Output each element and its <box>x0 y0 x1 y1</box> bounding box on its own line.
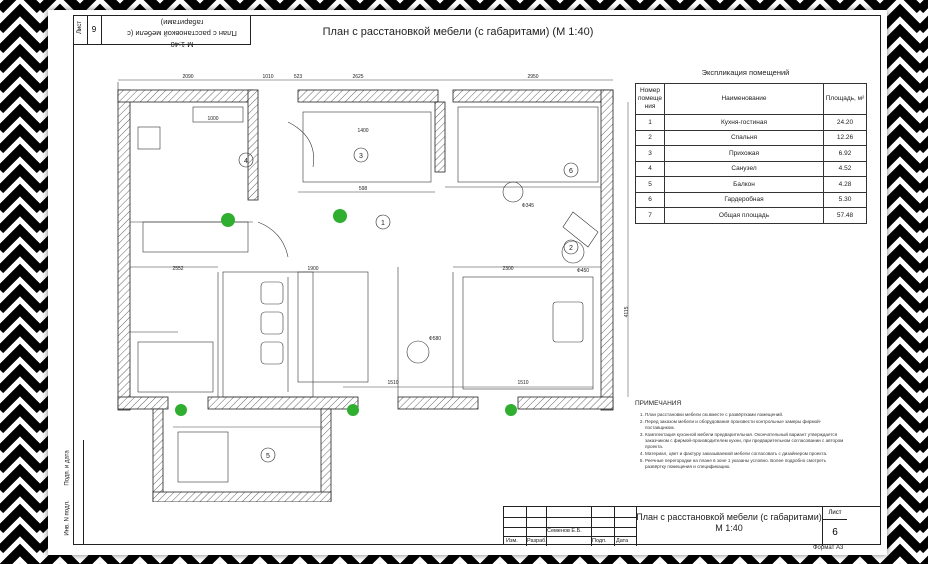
side-label-column <box>73 440 84 545</box>
dim-inner-4: 2300 <box>502 266 513 272</box>
dim-inner-8: 1400 <box>357 128 368 134</box>
sheet-label: Лист <box>822 507 847 520</box>
room-number-2: 2 <box>569 245 573 252</box>
plant-icon <box>333 209 347 223</box>
drawing-frame <box>73 15 881 545</box>
expl-header-name: Наименование <box>664 83 824 115</box>
dim-circle-2: Ф450 <box>577 268 589 274</box>
room-number-6: 6 <box>569 168 573 175</box>
explication-title: Экспликация помещений <box>701 68 790 77</box>
tl-upside-down-title: М 1:40 План с расстановкой мебели (с габ… <box>127 18 237 49</box>
col-data: Дата <box>616 538 629 544</box>
col-podp: Подп. <box>592 538 607 544</box>
floor-plan: 1 2 3 4 5 6 2090 1010 523 2625 2950 1000… <box>117 74 630 502</box>
dim-top-2: 1010 <box>262 74 273 80</box>
author-name: Семенов Е.Б. <box>547 528 582 534</box>
col-izm: Изм. <box>506 538 518 544</box>
tl-sheet-label: Лист <box>73 15 88 44</box>
expl-header-area: Площадь, м² <box>823 83 867 115</box>
dimension-lines <box>118 79 629 428</box>
dim-inner-3: 1900 <box>307 266 318 272</box>
side-label-inv: Инв. N подл. <box>64 500 71 536</box>
notes-title: ПРИМЕЧАНИЯ <box>635 400 682 407</box>
notes-list: План расстановки мебели см.вместе с разв… <box>633 412 845 471</box>
title-block-title: План с расстановкой мебели (с габаритами… <box>636 512 822 533</box>
dim-circle-1: Ф345 <box>522 203 534 209</box>
dim-top-5: 2950 <box>527 74 538 80</box>
role-label: Разраб. <box>527 538 547 544</box>
dim-top-4: 2625 <box>352 74 363 80</box>
room-number-3: 3 <box>359 153 363 160</box>
list-item: Перед заказом мебели и оборудования прои… <box>645 419 845 431</box>
plant-icon <box>221 213 235 227</box>
room-markers <box>238 147 579 463</box>
dim-inner-7: 2552 <box>172 266 183 272</box>
explication-table: Номер помеще ния Наименование Площадь, м… <box>635 83 867 224</box>
dim-inner-2: 598 <box>359 186 368 192</box>
page-title: План с расстановкой мебели (с габаритами… <box>322 26 594 38</box>
dim-inner-5: 1510 <box>517 380 528 386</box>
plant-icon <box>175 404 187 416</box>
expl-header-num: Номер помеще ния <box>635 83 665 115</box>
tl-sheet-number: 9 <box>87 15 102 44</box>
top-left-stamp: Лист 9 М 1:40 План с расстановкой мебели… <box>73 15 251 49</box>
dim-top-1: 2090 <box>182 74 193 80</box>
room-number-1: 1 <box>381 220 385 227</box>
sheet-number: 6 <box>822 519 847 546</box>
walls <box>117 89 614 502</box>
list-item: Материал, цвет и фактуру заказываемой ме… <box>645 451 845 457</box>
dim-circle-3: Ф580 <box>429 336 441 342</box>
plants <box>175 209 517 416</box>
format-label: Формат А3 <box>813 545 844 551</box>
plant-icon <box>347 404 359 416</box>
drawing-sheet: Лист 9 М 1:40 План с расстановкой мебели… <box>48 10 887 555</box>
dim-inner-6: 1510 <box>387 380 398 386</box>
dim-inner-1: 1000 <box>207 116 218 122</box>
title-block: Семенов Е.Б. Разраб. Изм. Подп. Дата Пла… <box>503 506 881 546</box>
list-item: Комплектация кухонной мебели предварител… <box>645 432 845 450</box>
side-label-sign: Подп. и дата <box>64 450 71 486</box>
interior-lines <box>117 82 601 483</box>
list-item: План расстановки мебели см.вместе с разв… <box>645 412 845 418</box>
plant-icon <box>505 404 517 416</box>
list-item: Реечные перегородки на плане в зоне 1 ук… <box>645 458 845 470</box>
dim-right: 4115 <box>624 306 630 317</box>
room-number-5: 5 <box>266 453 270 460</box>
dim-top-3: 523 <box>294 74 303 80</box>
room-number-4: 4 <box>244 158 248 165</box>
